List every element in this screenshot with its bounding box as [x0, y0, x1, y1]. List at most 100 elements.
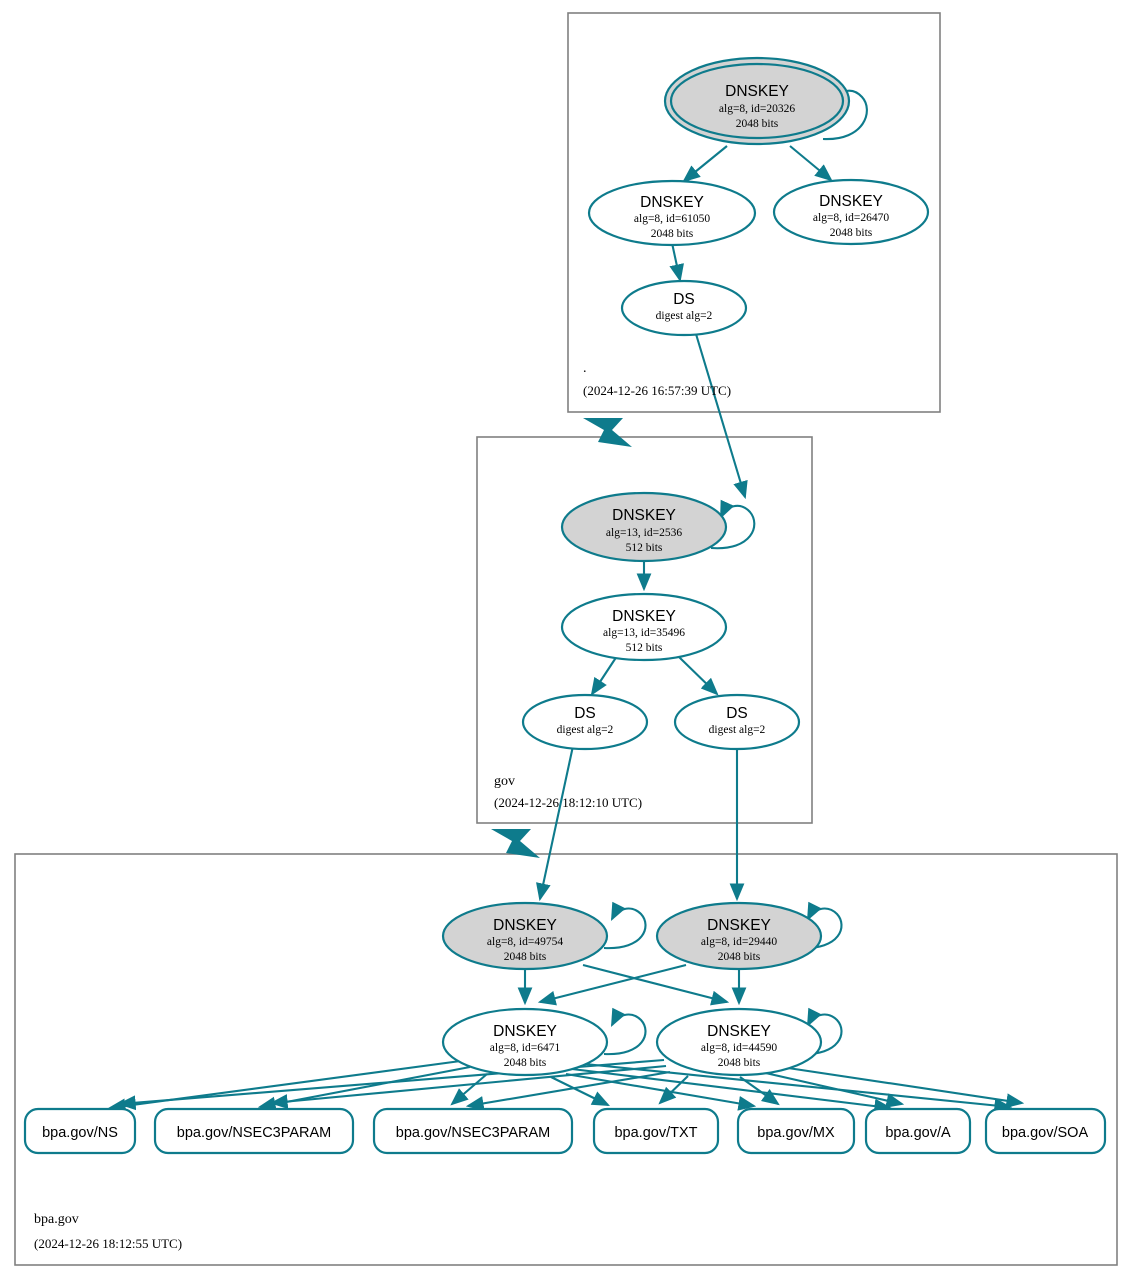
edge-self-sign-bpa-ksk49754 — [603, 901, 647, 950]
node-title: DNSKEY — [707, 1023, 771, 1040]
rrset-bpa-gov-txt[interactable]: bpa.gov/TXT — [592, 1107, 720, 1155]
rrset-box — [736, 1107, 856, 1155]
edge-zsk44590-to-rr-soa — [767, 1063, 1025, 1109]
edges-bpagov-ksk-self — [603, 901, 843, 1056]
node-title: DNSKEY — [612, 507, 676, 524]
rrset-box — [984, 1107, 1107, 1155]
node-title: DNSKEY — [640, 194, 704, 211]
edge-zsk44590-to-rr-nsec3param-1 — [269, 1064, 667, 1109]
zone-timestamp-bpagov: (2024-12-26 18:12:55 UTC) — [34, 1236, 182, 1251]
rrset-box — [372, 1107, 574, 1155]
node-bpa-ksk-49754[interactable]: DNSKEY alg=8, id=49754 2048 bits — [441, 901, 609, 971]
edge-root-ksk-to-zsk61050 — [682, 145, 728, 183]
rrset-bpa-gov-nsec3param-1[interactable]: bpa.gov/NSEC3PARAM — [153, 1107, 355, 1155]
node-ellipse — [673, 693, 801, 751]
node-bpa-zsk-6471[interactable]: DNSKEY alg=8, id=6471 2048 bits — [441, 1007, 609, 1077]
edge-gov-ds-left-to-bpa-ksk49754 — [536, 745, 575, 902]
edge-zsk44590-to-rr-nsec3param-2 — [465, 1070, 671, 1111]
rrset-label: bpa.gov/NSEC3PARAM — [396, 1125, 550, 1141]
node-root-ksk-20326[interactable]: DNSKEY alg=8, id=20326 2048 bits — [663, 56, 851, 146]
edge-self-sign-bpa-ksk29440 — [799, 901, 843, 950]
node-subtitle-alg: alg=8, id=6471 — [490, 1042, 561, 1054]
edge-gov-zsk-to-ds-left — [590, 655, 618, 696]
node-subtitle-alg: alg=8, id=49754 — [487, 936, 563, 948]
rrset-label: bpa.gov/SOA — [1002, 1125, 1089, 1141]
edge-ksk49754-to-zsk44590 — [582, 963, 730, 1006]
edges-root — [583, 86, 868, 500]
zone-timestamp-root: (2024-12-26 16:57:39 UTC) — [583, 383, 731, 398]
node-subtitle-bits: 2048 bits — [718, 951, 761, 963]
rrset-box — [592, 1107, 720, 1155]
node-ellipse — [587, 179, 757, 247]
node-ellipse — [441, 1007, 609, 1077]
node-subtitle-bits: 512 bits — [626, 642, 663, 654]
edge-root-zsk61050-to-ds — [669, 242, 684, 283]
node-ellipse — [620, 279, 748, 337]
node-subtitle-digest: digest alg=2 — [656, 310, 713, 322]
edges-gov — [491, 499, 756, 902]
zone-frame-root — [567, 12, 941, 413]
node-title: DNSKEY — [725, 83, 789, 100]
edge-zsk6471-to-rr-a — [571, 1067, 893, 1114]
node-title: DNSKEY — [819, 193, 883, 210]
edges-bpagov-ksk-to-zsk — [517, 963, 747, 1006]
trust-anchor-inner-ring — [669, 62, 845, 140]
node-subtitle-bits: 2048 bits — [736, 118, 779, 130]
edge-zsk44590-to-rr-txt — [658, 1075, 689, 1105]
node-bpa-ksk-29440[interactable]: DNSKEY alg=8, id=29440 2048 bits — [655, 901, 823, 971]
node-title: DS — [673, 291, 695, 308]
zone-frame-bpagov — [14, 853, 1118, 1266]
node-ellipse — [560, 491, 728, 563]
node-subtitle-bits: 2048 bits — [651, 228, 694, 240]
rrset-label: bpa.gov/NS — [42, 1125, 118, 1141]
node-root-zsk-61050[interactable]: DNSKEY alg=8, id=61050 2048 bits — [587, 179, 757, 247]
edge-root-ds-to-gov-ksk — [694, 333, 748, 500]
node-subtitle-bits: 2048 bits — [718, 1057, 761, 1069]
edge-zsk6471-to-rr-txt — [550, 1076, 611, 1106]
rrset-bpa-gov-nsec3param-2[interactable]: bpa.gov/NSEC3PARAM — [372, 1107, 574, 1155]
node-ellipse — [772, 178, 930, 246]
rrset-label: bpa.gov/MX — [757, 1125, 835, 1141]
edge-ksk29440-to-zsk6471 — [537, 963, 687, 1006]
node-title: DNSKEY — [493, 1023, 557, 1040]
node-gov-ds-left[interactable]: DS digest alg=2 — [521, 693, 649, 751]
edge-self-sign-bpa-zsk44590 — [799, 1007, 843, 1056]
node-title: DS — [726, 705, 748, 722]
node-subtitle-alg: alg=8, id=26470 — [813, 212, 889, 224]
wedge-delegation-gov-to-bpagov — [491, 829, 540, 858]
node-root-ds[interactable]: DS digest alg=2 — [620, 279, 748, 337]
node-gov-ksk-2536[interactable]: DNSKEY alg=13, id=2536 512 bits — [560, 491, 728, 563]
node-gov-zsk-35496[interactable]: DNSKEY alg=13, id=35496 512 bits — [560, 592, 728, 662]
edge-zsk44590-to-rr-a — [760, 1070, 905, 1108]
rrset-bpa-gov-a[interactable]: bpa.gov/A — [864, 1107, 972, 1155]
rrset-label: bpa.gov/TXT — [614, 1125, 697, 1141]
edge-zsk6471-to-rr-nsec3param-2 — [450, 1073, 488, 1106]
rrset-box — [864, 1107, 972, 1155]
edge-root-ksk-to-zsk26470 — [789, 145, 833, 182]
node-subtitle-alg: alg=8, id=44590 — [701, 1042, 777, 1054]
node-subtitle-digest: digest alg=2 — [557, 724, 614, 736]
node-gov-ds-right[interactable]: DS digest alg=2 — [673, 693, 801, 751]
rrset-bpa-gov-soa[interactable]: bpa.gov/SOA — [984, 1107, 1107, 1155]
node-ellipse — [441, 901, 609, 971]
rrset-bpa-gov-mx[interactable]: bpa.gov/MX — [736, 1107, 856, 1155]
node-title: DNSKEY — [707, 917, 771, 934]
node-root-zsk-26470[interactable]: DNSKEY alg=8, id=26470 2048 bits — [772, 178, 930, 246]
edge-self-sign-bpa-zsk6471 — [603, 1007, 647, 1056]
zone-label-bpagov: bpa.gov — [34, 1212, 79, 1227]
node-ellipse — [560, 592, 728, 662]
node-subtitle-alg: alg=13, id=2536 — [606, 527, 682, 539]
node-subtitle-alg: alg=13, id=35496 — [603, 627, 685, 639]
rrset-box — [153, 1107, 355, 1155]
edge-zsk44590-to-rr-mx — [739, 1076, 780, 1106]
rrset-label: bpa.gov/NSEC3PARAM — [177, 1125, 331, 1141]
node-subtitle-alg: alg=8, id=29440 — [701, 936, 777, 948]
rrset-bpa-gov-ns[interactable]: bpa.gov/NS — [23, 1107, 137, 1155]
wedge-delegation-root-to-gov — [583, 418, 632, 447]
rrset-label: bpa.gov/A — [885, 1125, 951, 1141]
node-bpa-zsk-44590[interactable]: DNSKEY alg=8, id=44590 2048 bits — [655, 1007, 823, 1077]
node-title: DNSKEY — [612, 608, 676, 625]
node-title: DNSKEY — [493, 917, 557, 934]
